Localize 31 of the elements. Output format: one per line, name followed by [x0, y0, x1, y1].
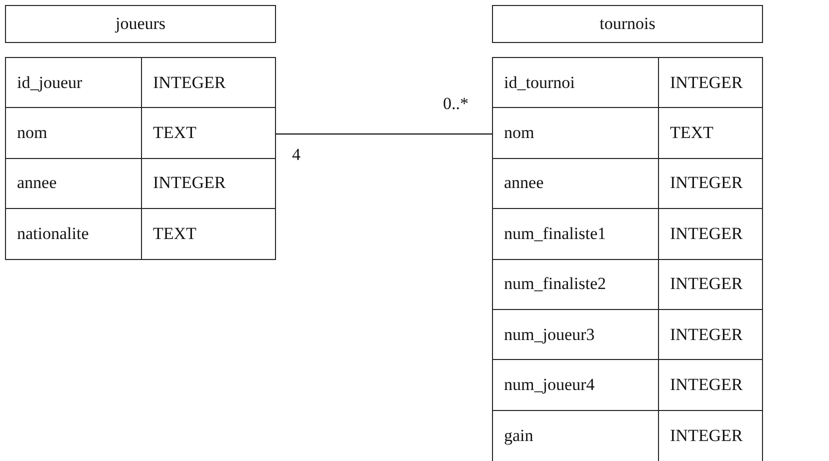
table-cell: INTEGER [142, 58, 275, 108]
connector-line [276, 133, 492, 135]
table-cell: INTEGER [142, 158, 275, 209]
table-cell: INTEGER [659, 158, 762, 210]
table-title-box: tournois [492, 5, 763, 43]
table-cell-text: TEXT [152, 222, 198, 245]
table-cell: num_joueur3 [493, 310, 659, 360]
table-cell: nom [6, 108, 142, 158]
table-cell: gain [493, 410, 659, 461]
table-cell: nationalite [6, 208, 142, 259]
table-cell: id_joueur [6, 58, 142, 108]
table-cell: annee [6, 158, 142, 209]
table-cell: annee [493, 158, 659, 210]
table-cell: INTEGER [659, 209, 762, 260]
table-cell: nom [493, 108, 659, 159]
table-cell: INTEGER [659, 310, 762, 360]
table-cell: num_finaliste1 [493, 209, 659, 260]
table-cell: num_finaliste2 [493, 260, 659, 310]
table-cell-text: INTEGER [669, 424, 744, 447]
table-cell: TEXT [659, 108, 762, 159]
table-cell: INTEGER [659, 260, 762, 310]
table-cell: id_tournoi [493, 58, 659, 108]
table-cell: INTEGER [659, 360, 762, 411]
table-cell: num_joueur4 [493, 360, 659, 411]
table-cell: INTEGER [659, 58, 762, 108]
table-box [5, 57, 276, 260]
multiplicity-label: 0..* [443, 94, 468, 114]
table-title-box: joueurs [5, 5, 276, 43]
multiplicity-label: 4 [292, 145, 300, 165]
table-box [492, 57, 763, 461]
table-cell: TEXT [142, 108, 275, 158]
